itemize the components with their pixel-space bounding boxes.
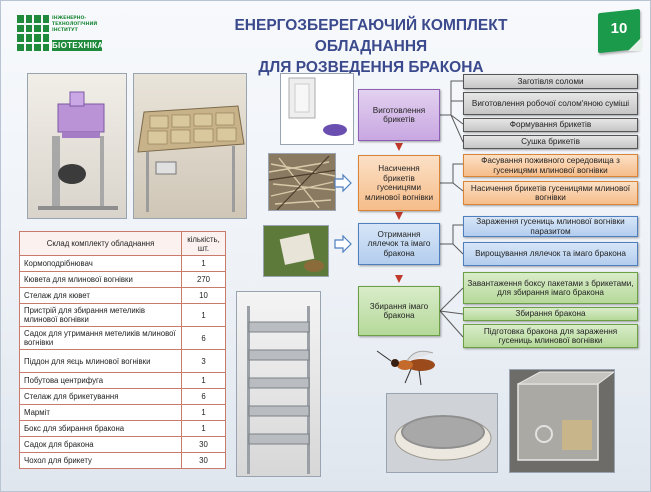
slide-number-badge: 10 <box>598 8 642 54</box>
photo-straw <box>268 153 336 211</box>
photo-wasp <box>371 345 457 387</box>
logo-text: ІНЖЕНЕРНО- ТЕХНОЛОГІЧНИЙ ІНСТИТУТ <box>52 16 98 33</box>
step-bracon-collection: Збирання бракона <box>463 307 638 321</box>
photo-larvae <box>263 225 329 277</box>
step-larvae-infection: Зараження гусениць млинової вогнівки пар… <box>463 216 638 237</box>
table-row: Пристрій для збирання метеликів млинової… <box>19 303 226 327</box>
step-straw-harvest: Заготівля соломи <box>463 74 638 89</box>
step-briquette-drying: Сушка брикетів <box>463 135 638 149</box>
stage-briquette-making: Виготовлення брикетів <box>358 89 440 141</box>
photo-briquetting-table <box>133 73 247 219</box>
institute-logo: ІНЖЕНЕРНО- ТЕХНОЛОГІЧНИЙ ІНСТИТУТ БІОТЕХ… <box>17 15 103 51</box>
photo-collection-box <box>509 369 615 473</box>
photo-chopper-machine <box>27 73 127 219</box>
logo-mark-icon <box>17 15 49 51</box>
stage-imago-collection: Збирання імаго бракона <box>358 286 440 336</box>
step-box-loading: Завантаження боксу пакетами з брикетами,… <box>463 272 638 304</box>
step-briquette-saturation: Насичення брикетів гусеницями млинової в… <box>463 181 638 205</box>
step-bracon-preparation: Підготовка бракона для зараження гусениц… <box>463 324 638 348</box>
step-pupae-growing: Вирощування лялечок та імаго бракона <box>463 242 638 266</box>
stage-briquette-saturation: Насичення брикетів гусеницями млинової в… <box>358 155 440 211</box>
table-header-row: Склад комплекту обладнання кількість, шт… <box>19 231 226 256</box>
step-straw-mix: Виготовлення робочої солом'яною суміші <box>463 92 638 115</box>
logo-brand: БІОТЕХНІКА <box>52 40 104 51</box>
photo-cuvette <box>386 393 498 473</box>
header-equipment: Склад комплекту обладнання <box>19 231 182 256</box>
photo-centrifuge <box>280 73 354 145</box>
step-medium-packing: Фасування поживного середовища з гусениц… <box>463 154 638 177</box>
header-quantity: кількість, шт. <box>181 231 226 256</box>
table-row: Садок для утримання метеликів млинової в… <box>19 326 226 350</box>
slide-title: ЕНЕРГОЗБЕРЕГАЮЧИЙ КОМПЛЕКТ ОБЛАДНАННЯ ДЛ… <box>234 17 508 76</box>
equipment-table: Склад комплекту обладнання кількість, шт… <box>19 231 226 469</box>
stage-pupae-production: Отримання лялечок та імаго бракона <box>358 223 440 265</box>
step-briquette-forming: Формування брикетів <box>463 118 638 132</box>
photo-rack <box>236 291 321 477</box>
